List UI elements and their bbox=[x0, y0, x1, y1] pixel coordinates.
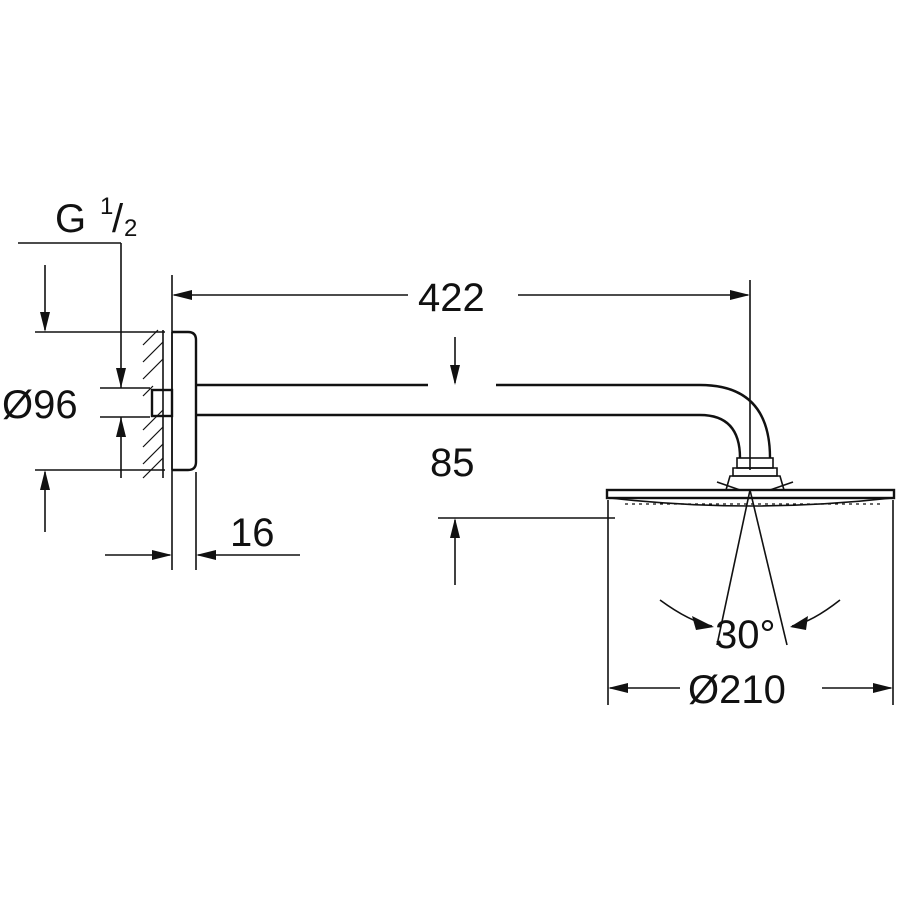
height-dimension: 85 bbox=[430, 337, 615, 585]
thread-slash: / bbox=[112, 197, 124, 241]
wall-rosette bbox=[150, 330, 198, 472]
thread-denominator: 2 bbox=[124, 215, 137, 242]
head-diameter-dimension: Ø210 bbox=[607, 500, 894, 712]
arm-length-dimension: 422 bbox=[171, 275, 751, 570]
shower-arm bbox=[196, 383, 772, 459]
thread-numerator: 1 bbox=[100, 193, 113, 220]
arm-length-label: 422 bbox=[418, 276, 485, 320]
thread-main: G bbox=[55, 197, 86, 241]
rosette-depth-label: 16 bbox=[230, 511, 275, 555]
spray-angle-label: 30° bbox=[715, 613, 776, 657]
thread-callout: G 1 / 2 bbox=[18, 193, 137, 388]
height-label: 85 bbox=[430, 441, 475, 485]
spray-angle-dimension: 30° bbox=[659, 489, 841, 657]
rosette-diameter-label: Ø96 bbox=[2, 383, 78, 427]
rosette-diameter-dimension: Ø96 bbox=[2, 265, 165, 532]
rosette-depth-dimension: 16 bbox=[105, 472, 300, 570]
head-diameter-label: Ø210 bbox=[688, 668, 786, 712]
wall-hatching bbox=[142, 329, 164, 479]
shower-head bbox=[605, 457, 896, 507]
